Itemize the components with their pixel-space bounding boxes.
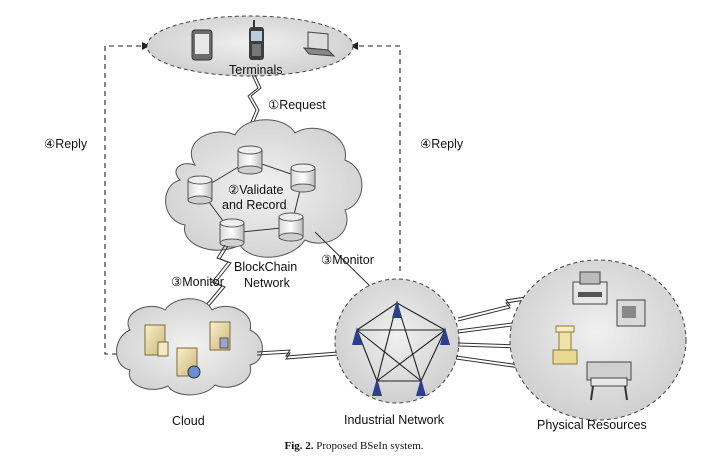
server-cloud (116, 298, 263, 396)
terminals-label: Terminals (229, 63, 283, 77)
industrial-network (334, 278, 460, 404)
request-label: ①Request (268, 98, 326, 112)
blockchain-node (290, 163, 316, 193)
antenna-icon (352, 300, 450, 396)
blockchain-label-line2: Network (244, 276, 291, 290)
blockchain-node (219, 218, 245, 248)
blockchain-node (278, 212, 304, 242)
server-icon (176, 347, 201, 379)
industrial-network-label: Industrial Network (344, 413, 445, 427)
cloud-industrial-link (256, 349, 339, 360)
server-icon (144, 324, 169, 357)
reply-label-right: ④Reply (420, 137, 464, 151)
monitor-link-cloud (199, 244, 232, 314)
monitor-label-left: ③Monitor (171, 275, 224, 289)
machine-icon (616, 299, 646, 327)
laptop-icon (302, 31, 336, 57)
printer-icon (572, 271, 608, 305)
server-icon (209, 321, 231, 351)
reply-label-left: ④Reply (44, 137, 88, 151)
plotter-icon (586, 361, 632, 401)
validate-label-line1: ②Validate (228, 183, 283, 197)
blockchain-node (187, 175, 213, 205)
figure-caption: Fig. 2. Proposed BSeIn system. (0, 440, 708, 452)
cloud-label: Cloud (172, 414, 205, 428)
monitor-label-right: ③Monitor (321, 253, 374, 267)
terminals-group: Terminals (146, 15, 354, 77)
validate-label-line2: and Record (222, 198, 287, 212)
blockchain-node (237, 145, 263, 175)
physical-resources (509, 259, 687, 421)
figure-caption-text: Proposed BSeIn system. (316, 440, 424, 452)
blockchain-label-line1: BlockChain (234, 260, 297, 274)
physical-resources-label: Physical Resources (537, 418, 647, 432)
tool-icon (552, 325, 578, 365)
figure-caption-prefix: Fig. 2. (284, 440, 314, 452)
blockchain-network-cloud: ②Validate and Record (165, 119, 363, 258)
tablet-icon (191, 29, 213, 61)
mobile-phone-icon (249, 20, 264, 60)
monitor-link-industrial (314, 231, 373, 289)
